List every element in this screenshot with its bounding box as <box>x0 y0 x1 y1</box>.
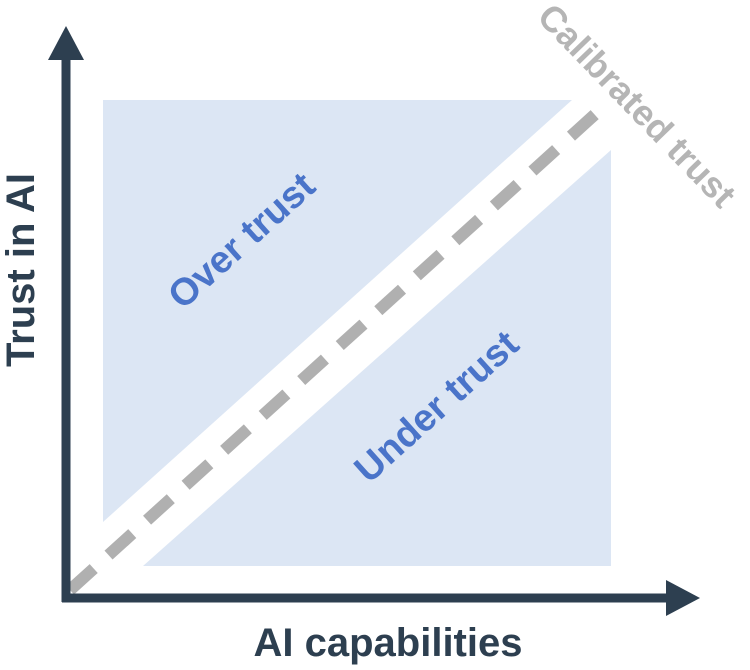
x-axis-arrow-icon <box>666 580 700 616</box>
calibrated-trust-line <box>65 103 607 595</box>
x-axis-title: AI capabilities <box>254 621 523 665</box>
y-axis-title: Trust in AI <box>0 173 43 367</box>
over-trust-region <box>103 100 572 522</box>
under-trust-region <box>143 150 611 566</box>
y-axis-arrow-icon <box>48 26 84 60</box>
